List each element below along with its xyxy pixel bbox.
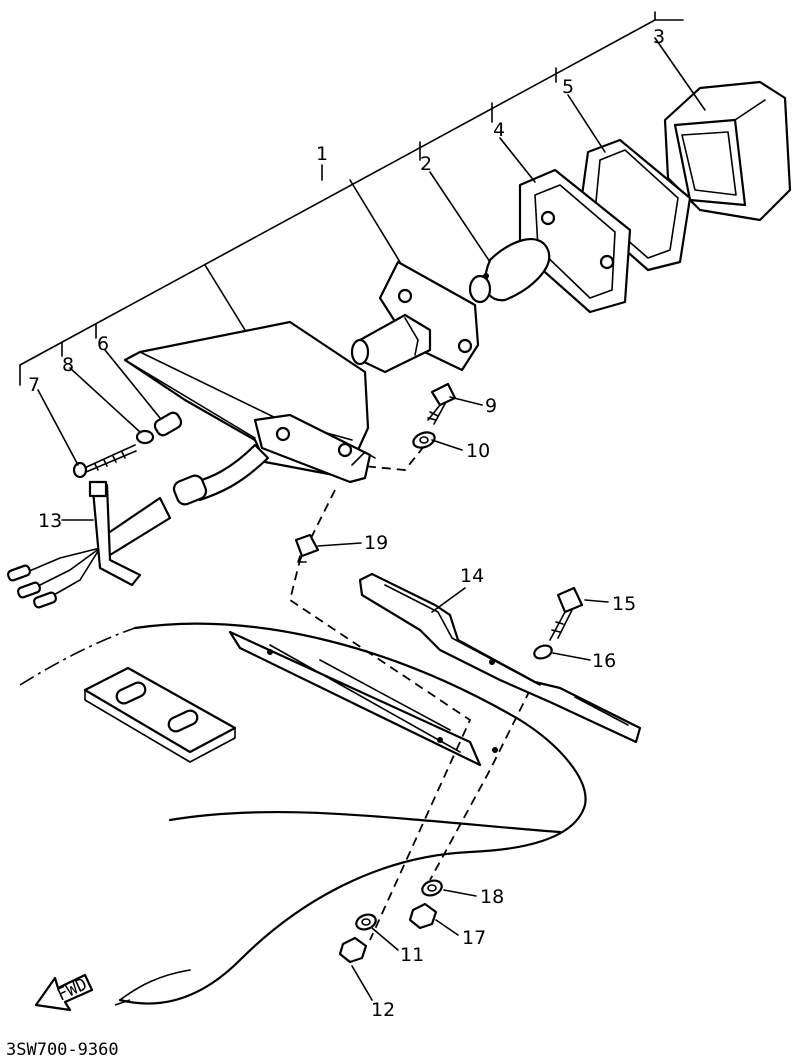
part-18-washer [421, 879, 443, 897]
callout-2: 2 [420, 153, 432, 175]
callout-1: 1 [316, 143, 328, 165]
callout-3: 3 [653, 26, 665, 48]
wire-harness [6, 443, 270, 609]
callout-13: 13 [38, 510, 62, 532]
callout-11: 11 [400, 944, 424, 966]
part-15-bolt [549, 586, 584, 641]
part-7-screw [72, 444, 137, 479]
part-11-washer [355, 913, 377, 931]
taillight-housing [123, 320, 376, 484]
callout-12: 12 [371, 999, 395, 1021]
assembly-guide-lines [288, 444, 531, 941]
part-17-nut [408, 902, 438, 930]
callout-14: 14 [460, 565, 484, 587]
part-12-nut [338, 936, 368, 964]
callout-10: 10 [466, 440, 490, 462]
rear-fender [19, 622, 587, 1006]
callout-6: 6 [97, 333, 109, 355]
part-6-collar [153, 411, 183, 437]
reference-leader-lines [19, 11, 684, 386]
part-10-washer [412, 431, 436, 449]
callout-19: 19 [364, 532, 388, 554]
part-14-bracket [358, 572, 642, 744]
part-8-washer [135, 429, 155, 445]
callout-7: 7 [28, 374, 40, 396]
diagram-code: 3SW700-9360 [6, 1040, 119, 1060]
part-19-rivet [294, 533, 320, 563]
callout-leaders [37, 37, 706, 1001]
callout-18: 18 [480, 886, 504, 908]
front-direction-arrow: FWD [34, 973, 94, 1012]
part-16-washer [533, 644, 553, 660]
callout-5: 5 [562, 76, 574, 98]
callout-17: 17 [462, 927, 486, 949]
part-1-socket [350, 260, 480, 374]
part-9-screw [427, 382, 457, 425]
part-2-bulb [468, 238, 551, 304]
callout-numbers: 1 2 3 4 5 6 7 8 9 10 11 12 13 14 15 16 1… [28, 26, 665, 1021]
callout-9: 9 [485, 395, 497, 417]
callout-16: 16 [592, 650, 616, 672]
callout-8: 8 [62, 354, 74, 376]
part-13-cable-tie [88, 480, 142, 587]
callout-15: 15 [612, 593, 636, 615]
part-3-lens [663, 80, 792, 222]
callout-4: 4 [493, 119, 505, 141]
